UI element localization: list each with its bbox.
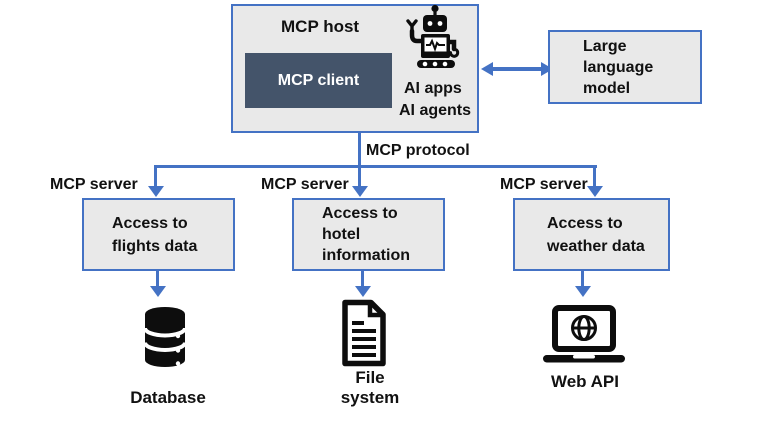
server-box-hotel-line-2: hotel [322, 226, 361, 243]
llm-line-3: model [583, 79, 631, 97]
ai-apps-label: AI apps [404, 80, 462, 97]
resource-arrow-line-database [156, 270, 159, 287]
branch-line-middle [358, 165, 361, 187]
server-box-flights: Access to flights data [82, 198, 235, 271]
laptop-globe-icon [543, 305, 625, 363]
server-box-weather-line-2: weather data [547, 237, 645, 255]
file-system-label: File system [340, 368, 400, 407]
robot-icon [406, 4, 460, 68]
mcp-client-box: MCP client [245, 53, 392, 108]
mcp-server-label-weather: MCP server [500, 176, 588, 193]
server-box-hotel-line-3: information [322, 247, 410, 264]
branch-line-right [593, 165, 596, 187]
ai-agents-label: AI agents [399, 102, 472, 119]
mcp-protocol-label: MCP protocol [366, 142, 470, 159]
branch-arrowhead-middle [352, 186, 368, 197]
database-icon [143, 307, 187, 367]
host-drop-line [358, 133, 361, 167]
server-box-weather: Access to weather data [513, 198, 670, 271]
resource-arrow-line-filesystem [361, 271, 364, 287]
server-box-flights-line-2: flights data [112, 237, 198, 255]
resource-arrow-line-webapi [581, 270, 584, 287]
llm-line-2: language [583, 58, 654, 76]
mcp-server-label-flights: MCP server [50, 176, 138, 193]
branch-arrowhead-left [148, 186, 164, 197]
database-label: Database [130, 388, 206, 407]
server-box-hotel-line-1: Access to [322, 205, 398, 222]
resource-arrowhead-filesystem [355, 286, 371, 297]
mcp-client-label: MCP client [277, 71, 360, 89]
mcp-host-title: MCP host [281, 17, 360, 36]
mcp-server-label-hotel: MCP server [261, 176, 349, 193]
resource-arrowhead-database [150, 286, 166, 297]
server-box-hotel: Access to hotel information [292, 198, 445, 271]
host-llm-arrow-shaft [492, 67, 542, 71]
web-api-label: Web API [550, 372, 619, 391]
server-box-weather-line-1: Access to [547, 214, 623, 232]
protocol-bus-line [154, 165, 597, 168]
document-icon [342, 299, 386, 367]
llm-line-1: Large [583, 37, 627, 55]
host-llm-arrowhead-left [481, 62, 493, 76]
server-box-flights-line-1: Access to [112, 214, 188, 232]
branch-arrowhead-right [587, 186, 603, 197]
resource-arrowhead-webapi [575, 286, 591, 297]
branch-line-left [154, 165, 157, 187]
llm-box: Large language model [548, 30, 702, 104]
